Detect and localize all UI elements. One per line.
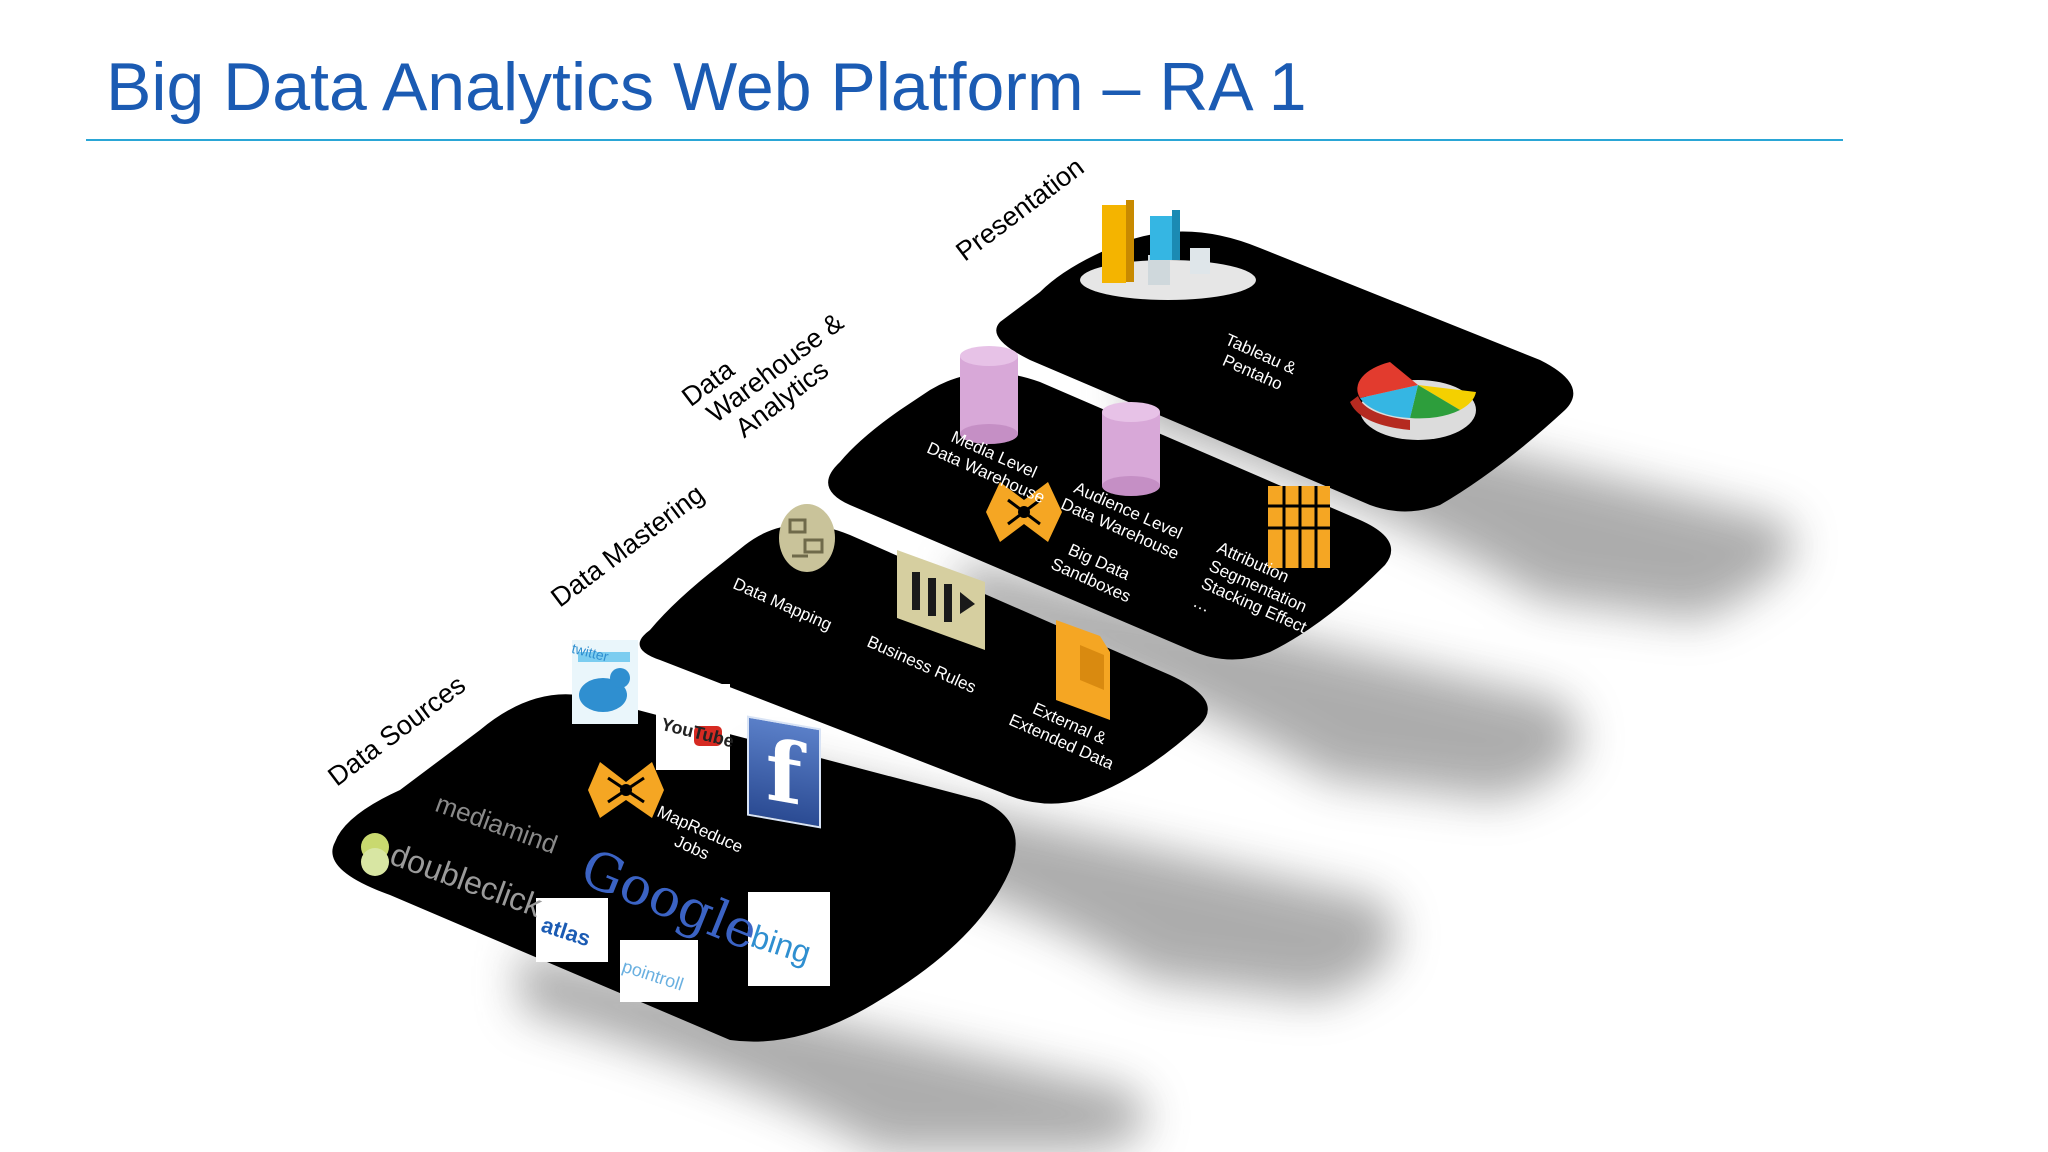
doubleclick-icon: [361, 833, 389, 876]
facebook-logo: f: [747, 715, 821, 829]
pointroll-logo-box: [620, 940, 698, 1002]
layer-sources-shape: [332, 694, 1016, 1042]
bing-logo-box: [748, 892, 830, 986]
shadow-warehouse: [960, 560, 1580, 800]
mapreduce-icon-sandboxes: [986, 482, 1062, 542]
atlas-logo-box: [536, 898, 608, 962]
bar-chart-icon: [1080, 200, 1256, 300]
layer-mastering-shape: [639, 524, 1208, 804]
flowchart-icon: [779, 504, 835, 572]
twitter-logo: [572, 640, 638, 724]
youtube-logo: [656, 684, 730, 770]
mapreduce-icon-jobs: [588, 762, 664, 818]
pie-chart-icon: [1350, 362, 1476, 440]
grid-icon-attribution: [1268, 486, 1330, 568]
database-cylinder-icon-audience: [1102, 402, 1160, 496]
slide-title: Big Data Analytics Web Platform – RA 1: [106, 49, 1307, 125]
layer-presentation-shape: [996, 231, 1574, 512]
folder-icon: [1056, 620, 1110, 720]
title-underline: [86, 139, 1843, 141]
layer-warehouse-shape: [828, 372, 1392, 660]
database-cylinder-icon-media: [960, 346, 1018, 444]
rules-icon: [897, 550, 985, 650]
